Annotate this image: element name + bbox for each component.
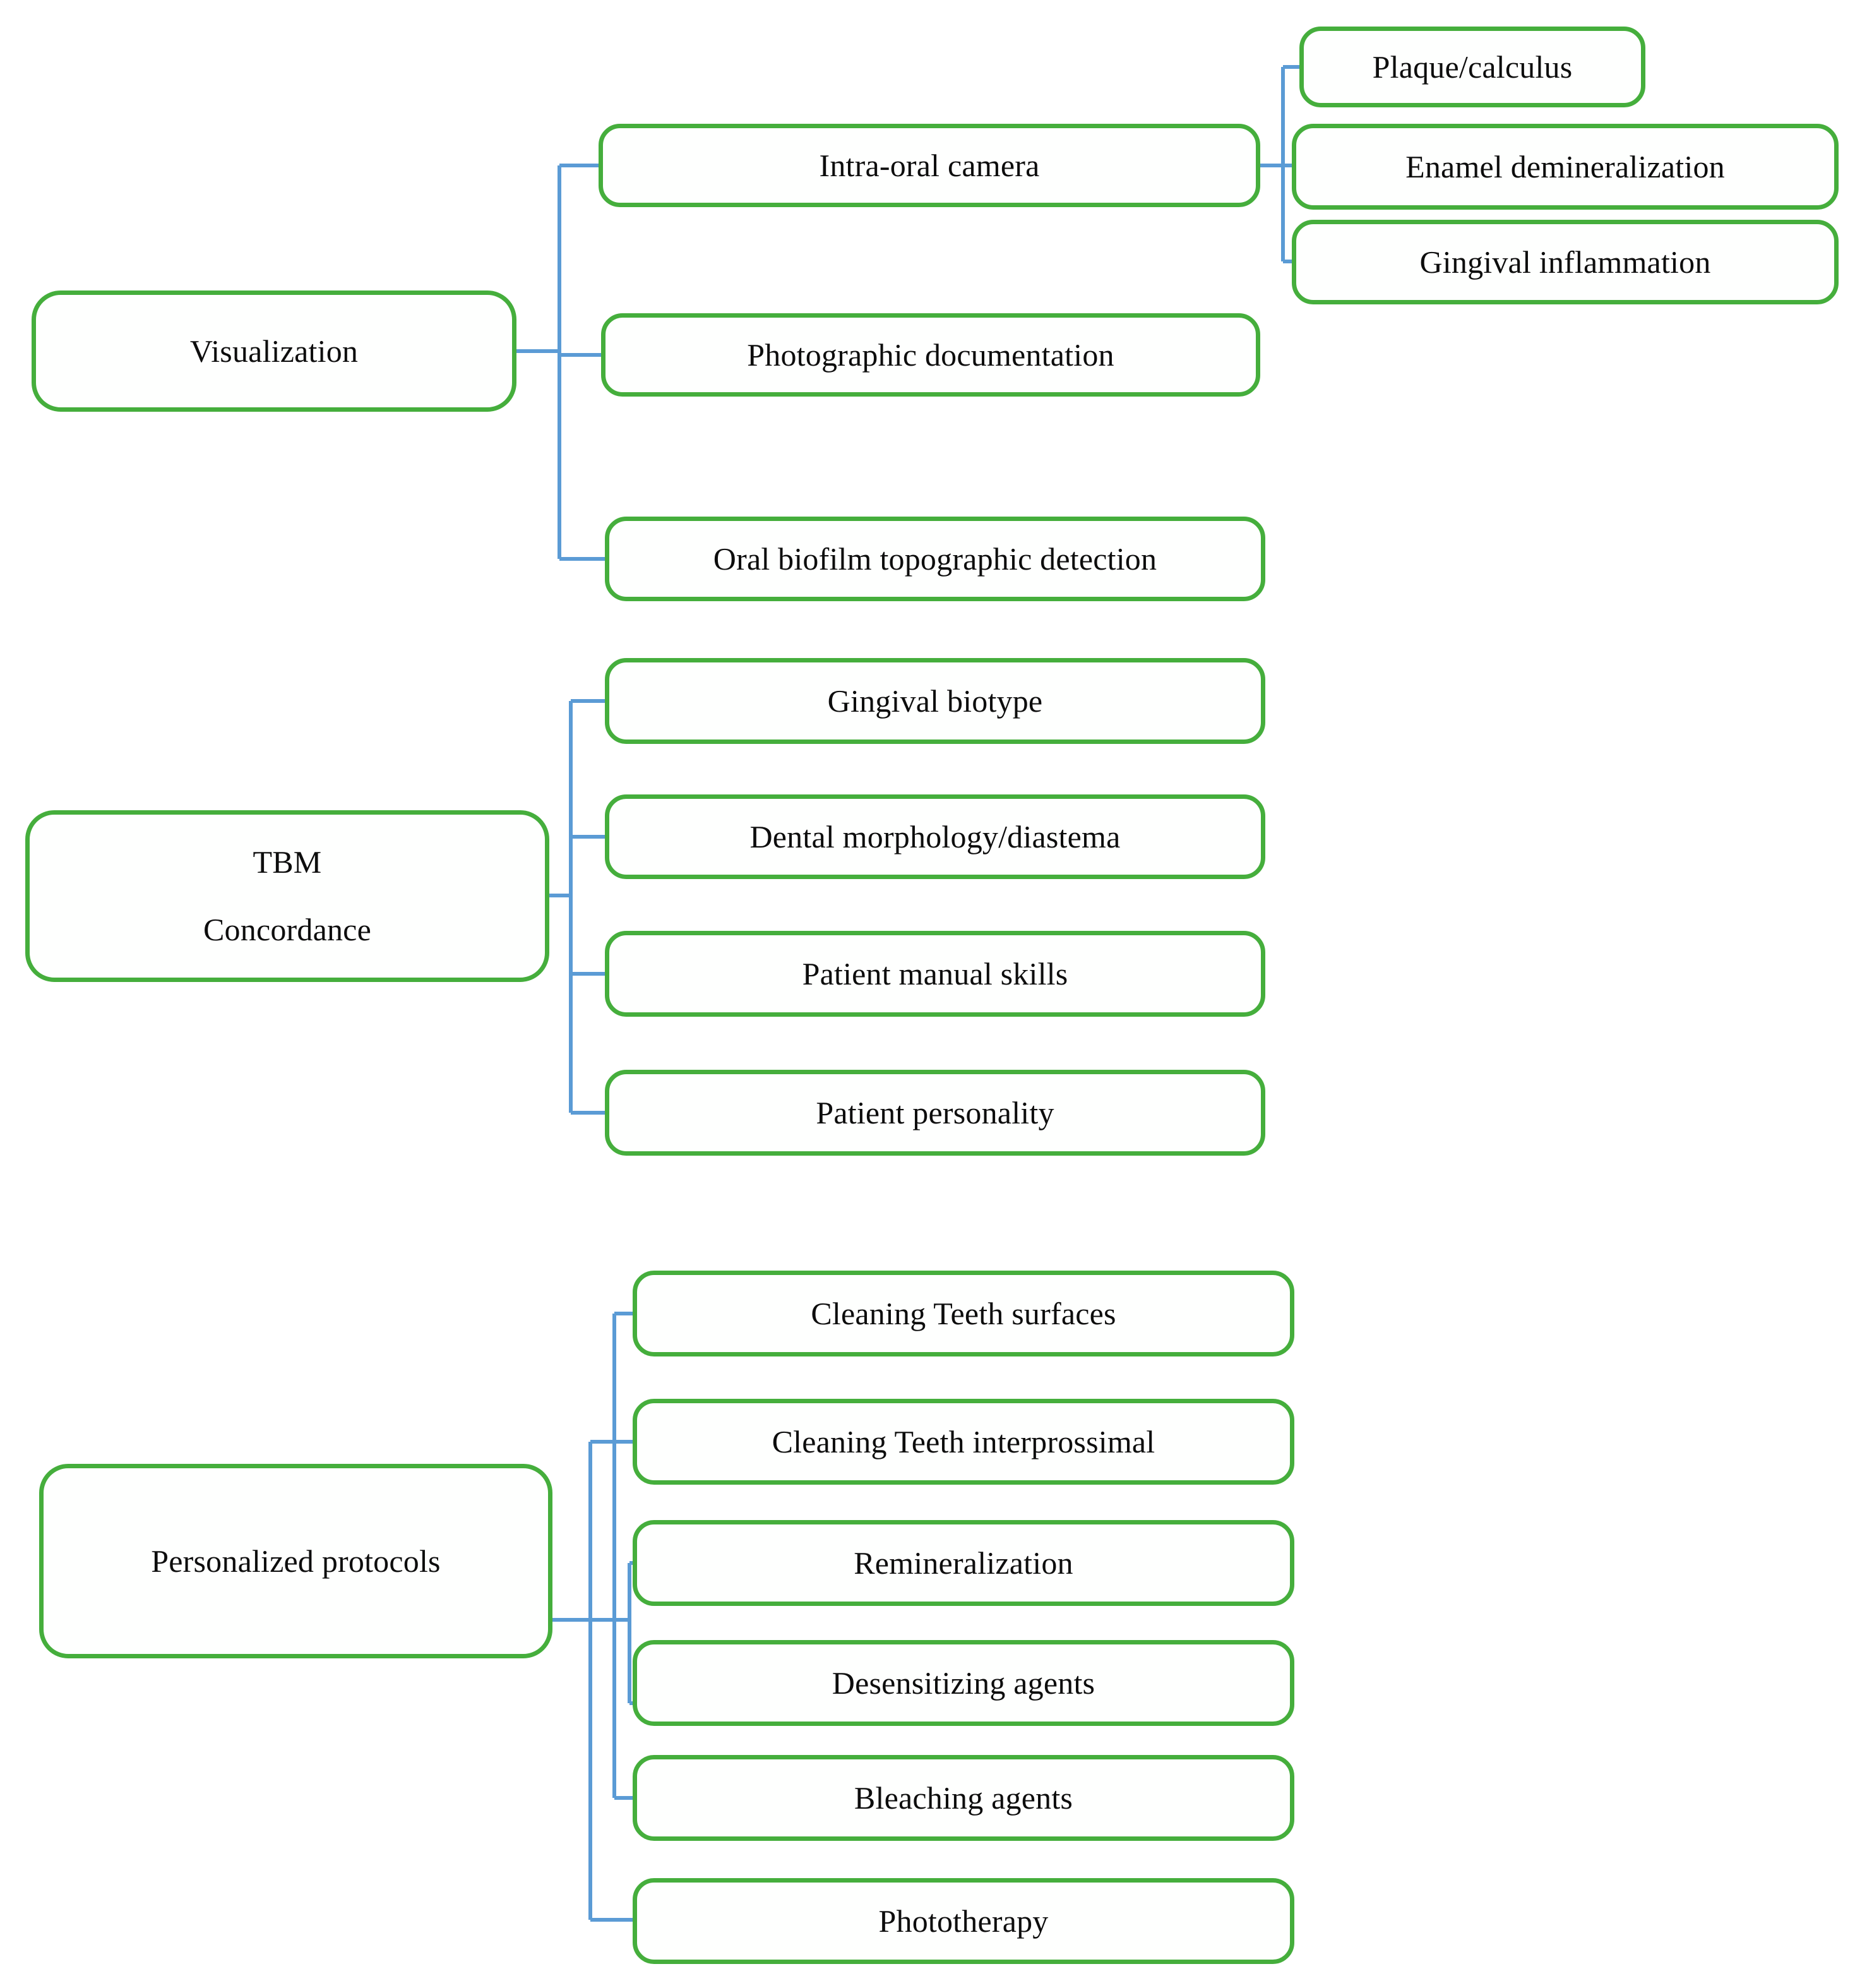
node-plaque-calculus[interactable]: Plaque/calculus (1299, 27, 1645, 107)
node-cleaning-teeth-interprossimal-label: Cleaning Teeth interprossimal (772, 1423, 1155, 1459)
node-intra-oral-camera-label: Intra-oral camera (819, 147, 1040, 183)
node-gingival-inflammation-label: Gingival inflammation (1419, 244, 1711, 280)
node-patient-manual-skills[interactable]: Patient manual skills (605, 931, 1265, 1017)
node-bleaching-agents[interactable]: Bleaching agents (633, 1755, 1294, 1841)
node-phototherapy-label: Phototherapy (878, 1903, 1049, 1939)
node-phototherapy[interactable]: Phototherapy (633, 1878, 1294, 1964)
node-gingival-biotype-label: Gingival biotype (827, 683, 1043, 719)
node-remineralization[interactable]: Remineralization (633, 1520, 1294, 1606)
node-oral-biofilm-topographic-detection-label: Oral biofilm topographic detection (713, 541, 1157, 577)
node-bleaching-agents-label: Bleaching agents (854, 1780, 1073, 1816)
node-tbm-concordance-line-2: Concordance (203, 912, 371, 947)
node-personalized-protocols[interactable]: Personalized protocols (39, 1464, 552, 1658)
node-patient-personality-label: Patient personality (816, 1094, 1054, 1130)
node-photographic-documentation-label: Photographic documentation (747, 337, 1114, 373)
node-tbm-concordance[interactable]: TBM Concordance (25, 810, 549, 982)
node-photographic-documentation[interactable]: Photographic documentation (601, 313, 1260, 397)
node-desensitizing-agents[interactable]: Desensitizing agents (633, 1640, 1294, 1726)
node-personalized-protocols-label: Personalized protocols (151, 1543, 441, 1579)
node-cleaning-teeth-interprossimal[interactable]: Cleaning Teeth interprossimal (633, 1399, 1294, 1485)
node-tbm-concordance-line-1: TBM (253, 844, 322, 880)
node-visualization-label: Visualization (189, 333, 359, 369)
node-tbm-concordance-label: TBM Concordance (41, 840, 534, 952)
node-intra-oral-camera[interactable]: Intra-oral camera (599, 124, 1260, 207)
node-enamel-demineralization[interactable]: Enamel demineralization (1292, 124, 1839, 210)
node-patient-personality[interactable]: Patient personality (605, 1070, 1265, 1156)
node-enamel-demineralization-label: Enamel demineralization (1405, 148, 1725, 184)
node-oral-biofilm-topographic-detection[interactable]: Oral biofilm topographic detection (605, 517, 1265, 601)
node-cleaning-teeth-surfaces-label: Cleaning Teeth surfaces (811, 1295, 1116, 1331)
node-cleaning-teeth-surfaces[interactable]: Cleaning Teeth surfaces (633, 1271, 1294, 1356)
node-desensitizing-agents-label: Desensitizing agents (832, 1665, 1095, 1701)
node-gingival-inflammation[interactable]: Gingival inflammation (1292, 220, 1839, 304)
node-visualization[interactable]: Visualization (32, 290, 516, 412)
node-dental-morphology-diastema[interactable]: Dental morphology/diastema (605, 794, 1265, 879)
node-patient-manual-skills-label: Patient manual skills (802, 955, 1068, 991)
node-gingival-biotype[interactable]: Gingival biotype (605, 658, 1265, 744)
node-dental-morphology-diastema-label: Dental morphology/diastema (749, 818, 1121, 854)
node-plaque-calculus-label: Plaque/calculus (1372, 49, 1573, 85)
node-remineralization-label: Remineralization (854, 1545, 1073, 1581)
